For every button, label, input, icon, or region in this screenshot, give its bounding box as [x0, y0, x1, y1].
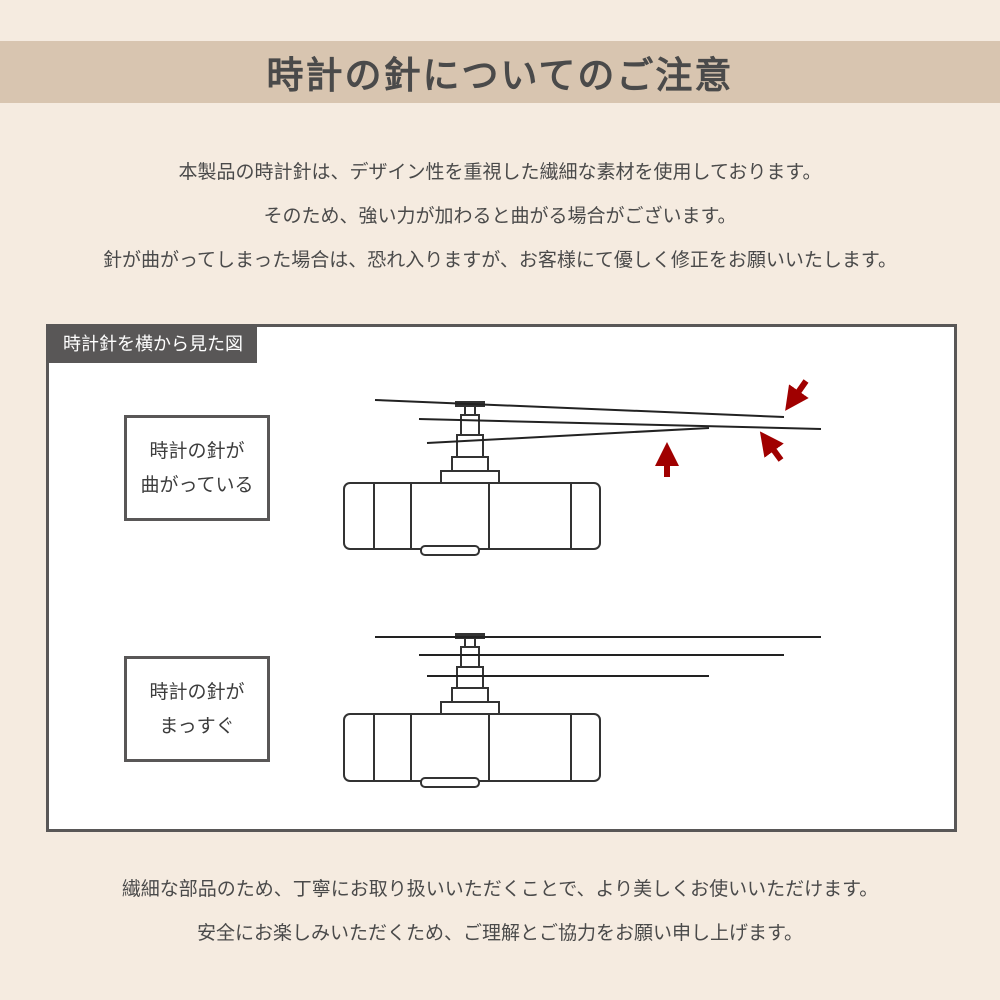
intro-line: そのため、強い力が加わると曲がる場合がございます。 — [263, 205, 737, 227]
panel-tab-label: 時計針を横から見た図 — [49, 327, 257, 363]
straight-label-line2: まっすぐ — [159, 715, 235, 737]
page-title: 時計の針についてのご注意 — [266, 54, 734, 97]
outro-line: 繊細な部品のため、丁寧にお取り扱いいただくことで、より美しくお使いいただけます。 — [121, 878, 879, 900]
bent-label-line1: 時計の針が — [149, 440, 245, 462]
movement-collar — [440, 470, 500, 484]
intro-line: 本製品の時計針は、デザイン性を重視した繊細な素材を使用しております。 — [178, 161, 822, 183]
side-view-panel: 時計針を横から見た図 時計の針が 曲がっている 時計の針が まっすぐ — [46, 324, 957, 832]
title-bar: 時計の針についてのご注意 — [0, 41, 1000, 103]
straight-hands-movement — [343, 633, 601, 788]
outro-line: 安全にお楽しみいただくため、ご理解とご協力をお願い申し上げます。 — [196, 922, 804, 944]
intro-text: 本製品の時計針は、デザイン性を重視した繊細な素材を使用しております。 そのため、… — [0, 150, 1000, 282]
bent-hands — [374, 399, 822, 444]
outro-text: 繊細な部品のため、丁寧にお取り扱いいただくことで、より美しくお使いいただけます。… — [0, 867, 1000, 955]
correction-arrows — [655, 379, 809, 477]
movement-hanger — [420, 777, 480, 788]
movement-body — [343, 713, 601, 782]
movement-hanger — [420, 545, 480, 556]
up-arrow-icon — [759, 431, 784, 462]
down-arrow-icon — [785, 379, 809, 411]
straight-hands — [375, 636, 821, 677]
bent-minute-hand — [418, 418, 822, 430]
intro-line: 針が曲がってしまった場合は、恐れ入りますが、お客様にて優しく修正をお願いいたしま… — [102, 249, 897, 271]
straight-hands-label-box: 時計の針が まっすぐ — [124, 656, 270, 762]
bent-second-hand — [374, 399, 785, 418]
bent-hands-label-box: 時計の針が 曲がっている — [124, 415, 270, 521]
bent-hour-hand — [426, 427, 710, 444]
clock-side-diagram — [343, 379, 822, 788]
straight-label-line1: 時計の針が — [149, 681, 245, 703]
movement-collar — [440, 701, 500, 715]
bent-hands-movement — [343, 401, 601, 556]
bent-label-line2: 曲がっている — [140, 474, 254, 496]
movement-body — [343, 482, 601, 550]
